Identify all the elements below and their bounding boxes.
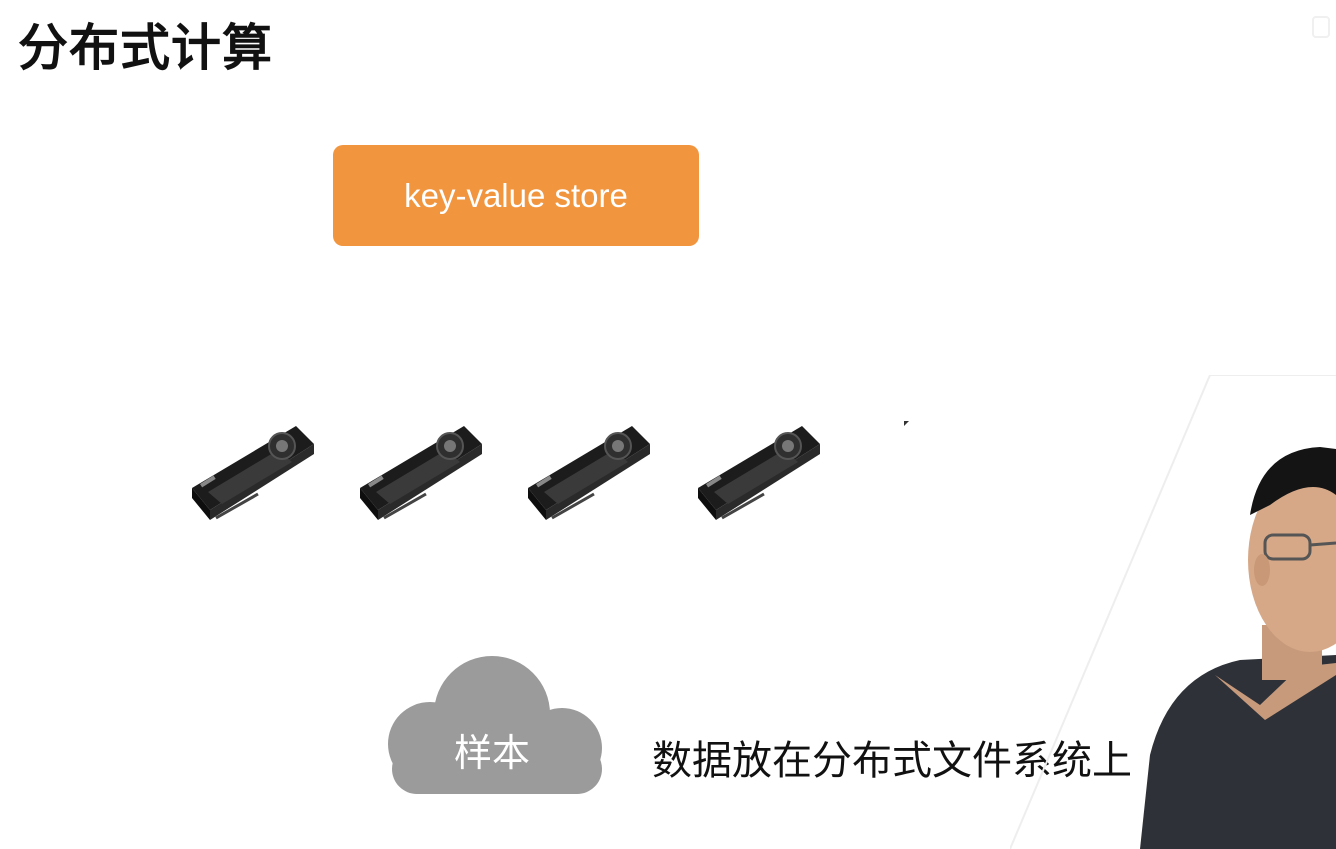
subtitle-caption: 数据放在分布式文件系统上 — [652, 738, 1132, 784]
key-value-store-label: key-value store — [404, 176, 628, 214]
key-value-store-box: key-value store — [333, 145, 699, 246]
gpu-card-icon — [698, 426, 820, 520]
corner-logo-icon — [1312, 16, 1330, 38]
cursor-mark-icon — [904, 421, 909, 426]
gpu-card-icon — [360, 426, 482, 520]
presenter-image — [1010, 375, 1336, 849]
gpu-card-icon — [528, 426, 650, 520]
cloud-icon — [388, 656, 602, 794]
gpu-card-icon — [192, 426, 314, 520]
slide-title: 分布式计算 — [18, 19, 273, 77]
cloud-label: 样本 — [453, 731, 530, 775]
